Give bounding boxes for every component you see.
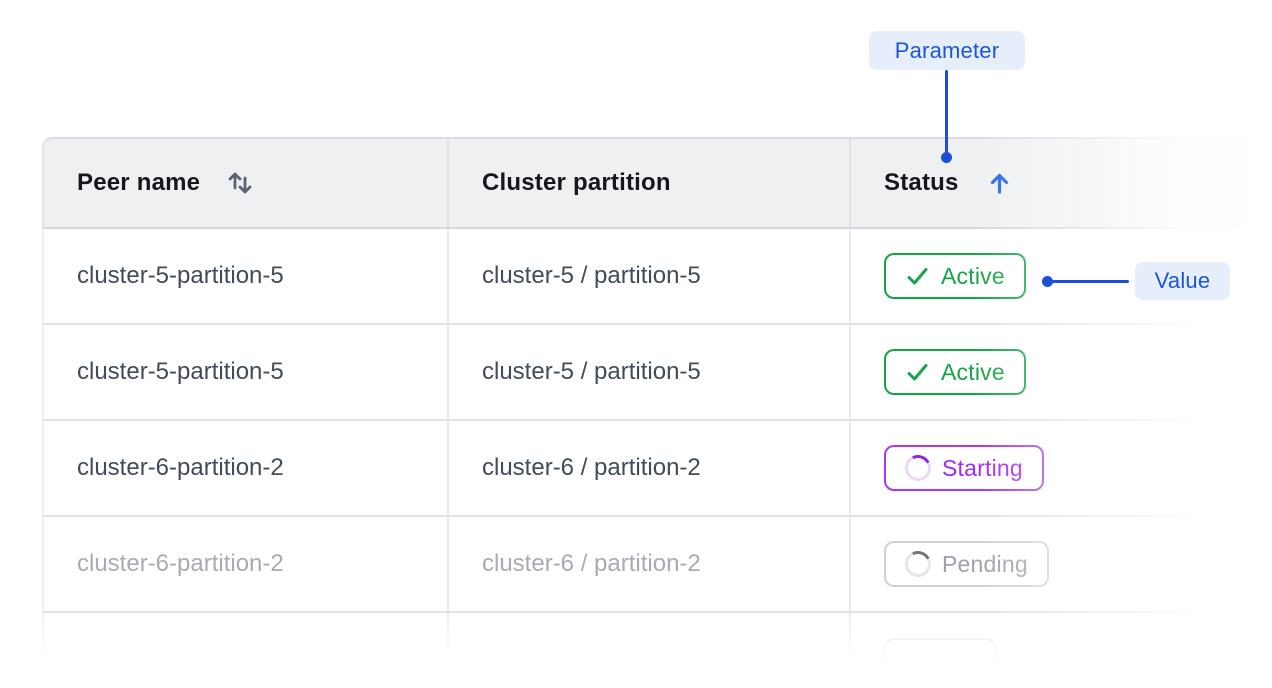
status-badge-label: Pending (942, 550, 1028, 577)
cluster-partition-cell (447, 613, 849, 688)
peers-table: Peer name Cluster partition Status (42, 137, 1272, 688)
status-badge-pending: Pending (884, 541, 1049, 587)
peer-name-cell: cluster-5-partition-5 (77, 358, 284, 385)
cluster-partition-cell: cluster-5 / partition-5 (447, 325, 849, 419)
column-header-label: Status (884, 169, 959, 196)
value-annotation-label: Value (1154, 268, 1211, 293)
parameter-annotation-chip: Parameter (869, 31, 1025, 70)
value-connector-line (1048, 280, 1129, 283)
peer-name-cell: cluster-5-partition-5 (77, 262, 284, 289)
sort-updown-icon[interactable] (225, 168, 255, 198)
status-cell: Pending (849, 517, 1272, 611)
status-badge-active: Active (884, 349, 1026, 395)
check-icon (905, 360, 930, 385)
table-row[interactable]: cluster-6-partition-2 cluster-6 / partit… (42, 421, 1272, 517)
sort-ascending-icon[interactable] (986, 170, 1013, 197)
peer-name-cell: cluster-6-partition-2 (77, 550, 284, 577)
peer-name-cell: cluster-6-partition-2 (77, 454, 284, 481)
status-badge-ghost (884, 638, 996, 684)
column-header-label: Peer name (77, 169, 201, 196)
status-cell: Active (849, 325, 1272, 419)
status-badge-active: Active (884, 253, 1026, 299)
column-header-cluster-partition[interactable]: Cluster partition (447, 139, 849, 227)
table-row[interactable]: cluster-5-partition-5 cluster-5 / partit… (42, 229, 1272, 325)
column-header-label: Cluster partition (482, 169, 671, 196)
status-badge-label: Starting (942, 454, 1023, 481)
parameter-annotation-label: Parameter (894, 37, 1000, 63)
peer-name-cell (44, 613, 447, 688)
table-row (42, 613, 1272, 688)
table-row[interactable]: cluster-6-partition-2 cluster-6 / partit… (42, 517, 1272, 613)
status-cell (849, 613, 1272, 688)
status-cell: Starting (849, 421, 1272, 515)
cluster-partition-cell: cluster-5 / partition-5 (447, 229, 849, 323)
spinner-icon (901, 547, 935, 581)
column-header-peer-name[interactable]: Peer name (44, 139, 447, 227)
status-badge-starting: Starting (884, 445, 1044, 491)
value-annotation-chip: Value (1135, 262, 1230, 300)
check-icon (905, 264, 930, 289)
parameter-connector-line (945, 70, 948, 153)
table-row[interactable]: cluster-5-partition-5 cluster-5 / partit… (42, 325, 1272, 421)
cluster-partition-cell: cluster-6 / partition-2 (447, 421, 849, 515)
parameter-connector-dot (941, 152, 952, 163)
status-badge-label: Active (941, 358, 1005, 385)
column-header-status[interactable]: Status (849, 139, 1272, 227)
spinner-icon (901, 451, 935, 485)
cluster-partition-cell: cluster-6 / partition-2 (447, 517, 849, 611)
status-badge-label: Active (941, 262, 1005, 289)
table-header-row: Peer name Cluster partition Status (42, 137, 1272, 229)
